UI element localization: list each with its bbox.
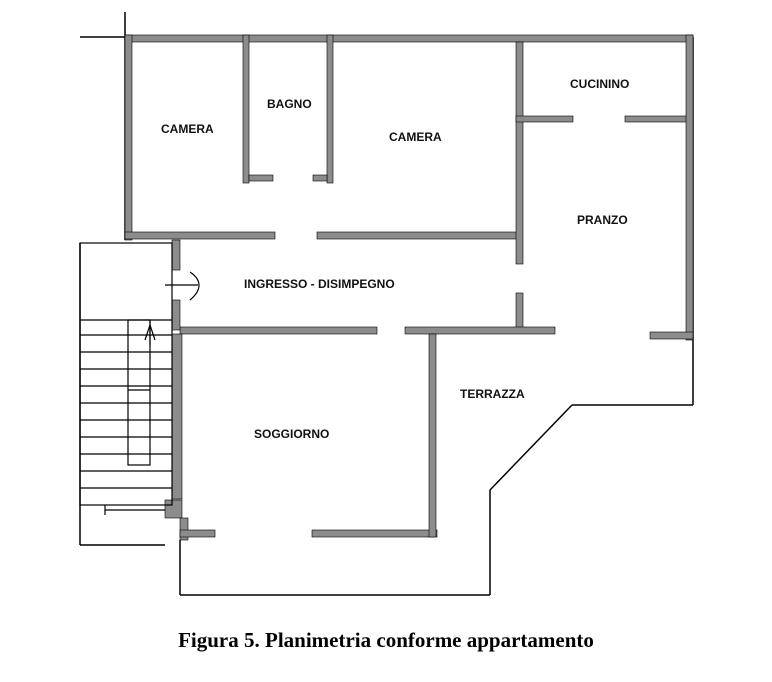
room-label-cucinino: CUCININO bbox=[570, 77, 630, 91]
room-label-soggiorno: SOGGIORNO bbox=[254, 427, 330, 441]
walls bbox=[124, 34, 694, 541]
room-label-bagno: BAGNO bbox=[267, 97, 312, 111]
stairwell bbox=[79, 242, 173, 515]
room-label-pranzo: PRANZO bbox=[577, 213, 628, 227]
room-label-ingresso: INGRESSO - DISIMPEGNO bbox=[244, 277, 395, 291]
room-label-camera-center: CAMERA bbox=[389, 130, 442, 144]
room-label-terrazza: TERRAZZA bbox=[460, 387, 525, 401]
room-label-camera-left: CAMERA bbox=[161, 122, 214, 136]
figure-caption: Figura 5. Planimetria conforme appartame… bbox=[178, 628, 594, 652]
entry-arrow bbox=[165, 271, 200, 301]
